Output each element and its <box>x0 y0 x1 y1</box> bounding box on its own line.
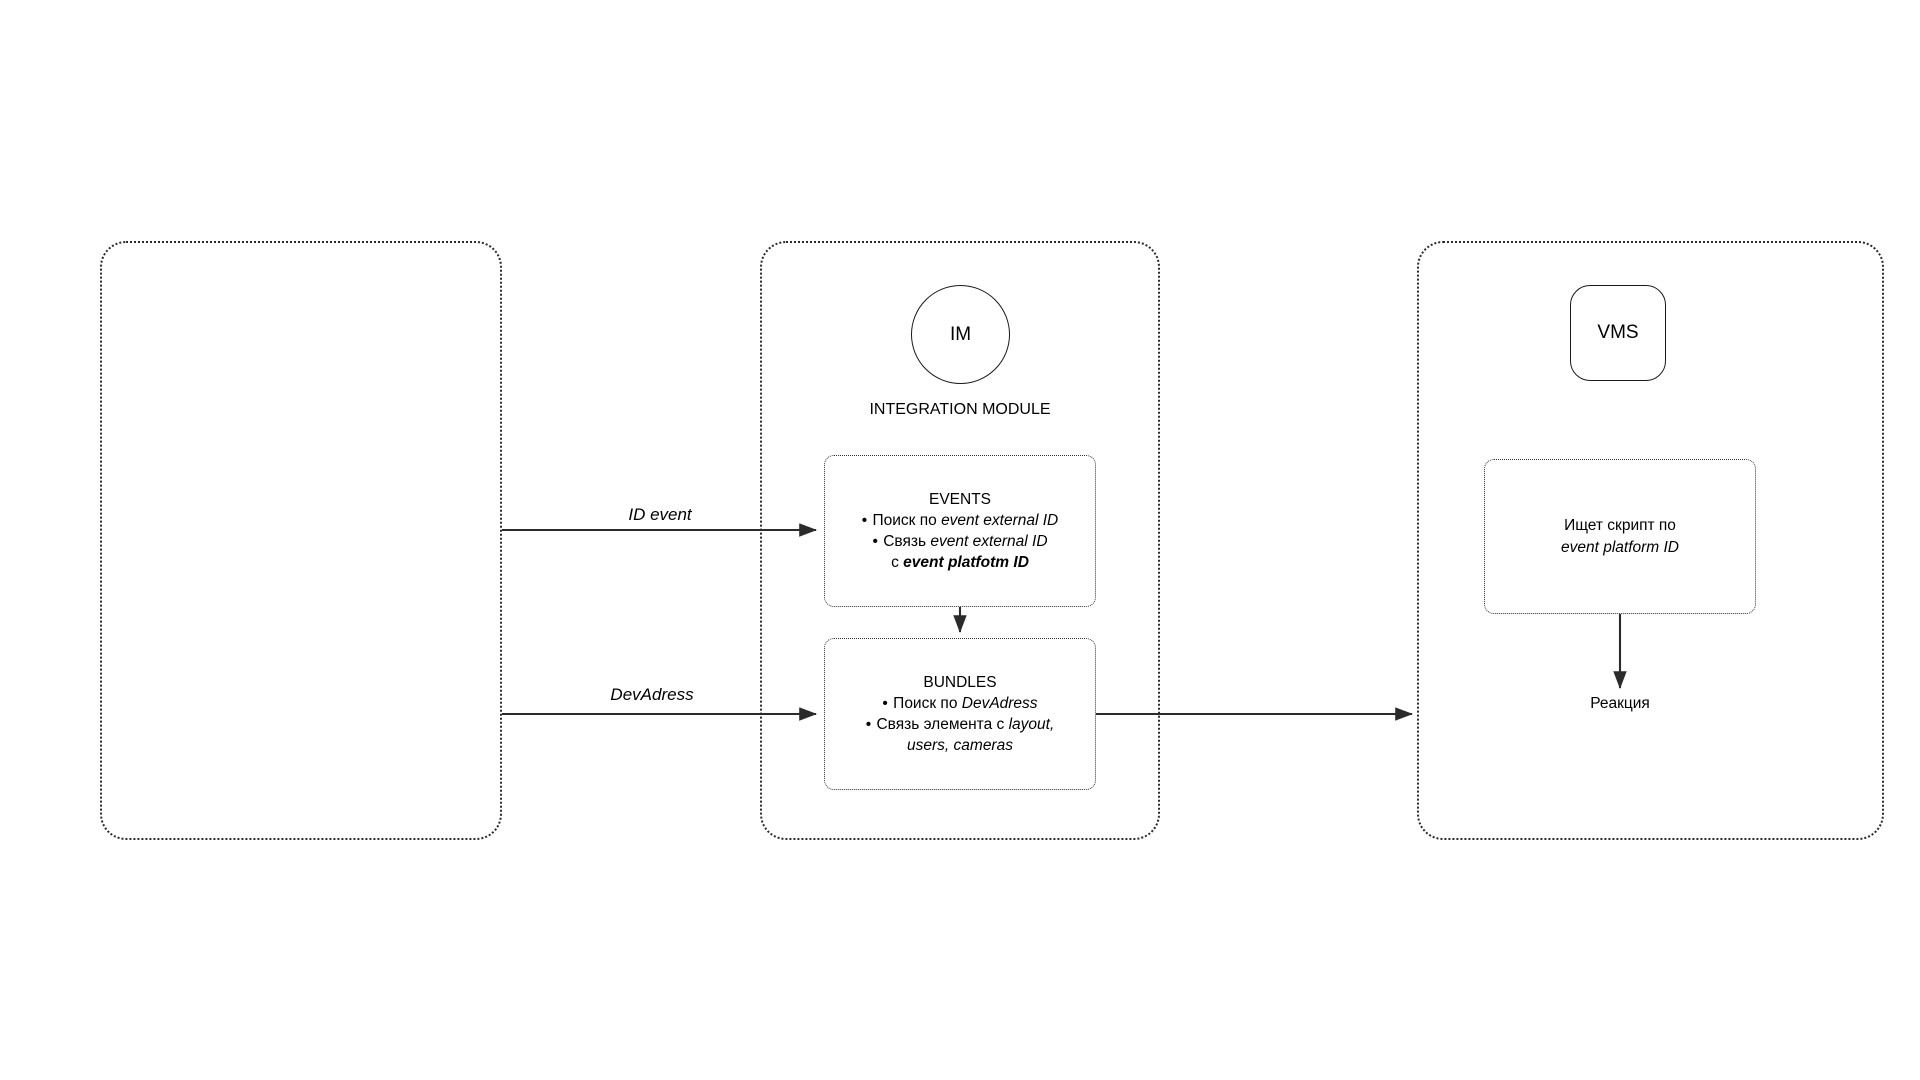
events-line-3-prefix: с <box>891 554 904 571</box>
events-line-1-emphasis: event external ID <box>941 512 1059 529</box>
events-line-2-prefix: Связь <box>883 533 931 550</box>
events-line-1-prefix: Поиск по <box>872 512 942 529</box>
events-line-3-emphasis: event platfotm ID <box>903 554 1029 571</box>
bundles-line-2: • Связь элемента с layout, <box>866 714 1055 735</box>
events-heading: EVENTS <box>928 491 991 508</box>
edge-label-id-event: ID event <box>628 505 692 524</box>
events-box[interactable]: EVENTS • Поиск по event external ID • Св… <box>824 455 1096 607</box>
bundles-bullet-1: • <box>882 695 889 712</box>
bundles-line-1-emphasis: DevAdress <box>961 695 1038 712</box>
im-caption: INTEGRATION MODULE <box>869 401 1051 418</box>
vms-script-line-2: event platform ID <box>1560 538 1680 556</box>
reaction-label: Реакция <box>1590 695 1650 712</box>
panel-vms[interactable] <box>1417 241 1884 840</box>
bundles-line-1-prefix: Поиск по <box>893 695 962 712</box>
bundles-bullet-2: • <box>865 716 873 733</box>
vms-script-line-1: Ищет скрипт по <box>1564 516 1676 534</box>
bundles-heading: BUNDLES <box>923 674 997 691</box>
events-line-2-emphasis: event external ID <box>930 533 1048 550</box>
vms-node[interactable]: VMS <box>1570 285 1666 381</box>
bundles-box[interactable]: BUNDLES • Поиск по DevAdress • Связь эле… <box>824 638 1096 790</box>
im-node-label: IM <box>949 323 972 345</box>
panel-integration-module[interactable] <box>760 241 1160 840</box>
bundles-line-1: • Поиск по DevAdress <box>882 693 1037 714</box>
events-line-1: • Поиск по event external ID <box>862 510 1059 531</box>
edge-label-devadress: DevAdress <box>610 685 694 704</box>
vms-node-label: VMS <box>1597 322 1639 343</box>
im-node[interactable]: IM <box>911 285 1010 384</box>
bundles-line-2-emphasis: layout, <box>1008 716 1055 733</box>
events-bullet-1: • <box>861 512 869 529</box>
events-line-3: с event platfotm ID <box>891 552 1029 573</box>
vms-script-box[interactable]: Ищет скрипт по event platform ID <box>1484 459 1756 614</box>
events-bullet-2: • <box>872 533 879 550</box>
bundles-line-3: users, cameras <box>907 737 1013 754</box>
bundles-line-2-prefix: Связь элемента с <box>876 716 1009 733</box>
events-line-2: • Связь event external ID <box>872 531 1047 552</box>
panel-bolid[interactable] <box>100 241 502 840</box>
